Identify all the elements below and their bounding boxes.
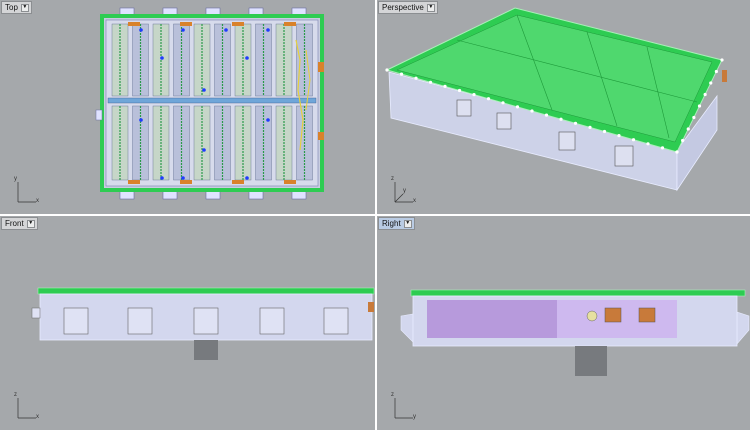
viewport-right[interactable]: Right ▼ y z	[377, 216, 750, 430]
viewport-tab-top[interactable]: Top ▼	[1, 1, 32, 14]
axis-gizmo-icon: x y z	[391, 176, 417, 206]
axis-label-h: x	[36, 414, 39, 420]
cell-columns	[111, 23, 313, 181]
viewport-perspective[interactable]: Perspective ▼ x y z	[377, 0, 750, 214]
top-view-drawing	[95, 7, 324, 200]
axis-label-d: y	[403, 188, 406, 194]
right-view-drawing	[400, 289, 750, 376]
viewport-title: Top	[5, 3, 18, 12]
axis-label-h: x	[36, 198, 39, 204]
viewport-title: Right	[382, 219, 401, 228]
axis-label-v: z	[391, 392, 394, 398]
viewport-front[interactable]: Front ▼ x z	[0, 216, 375, 430]
chevron-down-icon[interactable]: ▼	[426, 3, 435, 12]
axis-label-v: y	[14, 176, 17, 182]
axis-label-v: z	[14, 392, 17, 398]
viewport-top[interactable]: Top ▼ x	[0, 0, 375, 214]
axis-label-h: x	[413, 198, 416, 204]
axis-label-h: y	[413, 414, 416, 420]
axis-label-v: z	[391, 176, 394, 182]
viewport-tab-front[interactable]: Front ▼	[1, 217, 38, 230]
chevron-down-icon[interactable]: ▼	[403, 219, 412, 228]
viewport-tab-right[interactable]: Right ▼	[378, 217, 415, 230]
front-view-drawing	[31, 287, 375, 360]
axis-gizmo-icon: x z	[14, 392, 40, 422]
axis-gizmo-icon: x y	[14, 176, 40, 206]
perspective-view-drawing	[385, 7, 727, 192]
chevron-down-icon[interactable]: ▼	[26, 219, 35, 228]
axis-gizmo-icon: y z	[391, 392, 417, 422]
viewport-title: Front	[5, 219, 24, 228]
viewport-title: Perspective	[382, 3, 424, 12]
viewport-tab-perspective[interactable]: Perspective ▼	[378, 1, 438, 14]
chevron-down-icon[interactable]: ▼	[20, 3, 29, 12]
